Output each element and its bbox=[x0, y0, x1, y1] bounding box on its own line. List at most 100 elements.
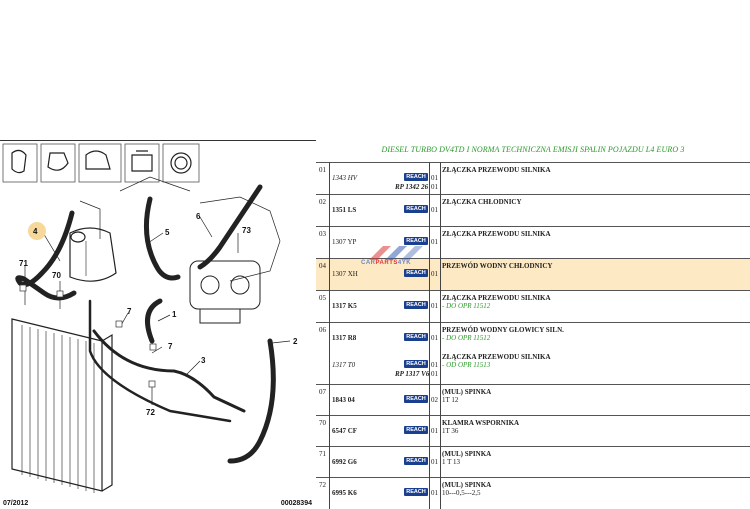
replacement-reference[interactable]: RP 1342 26 bbox=[395, 183, 429, 191]
callout-7a: 7 bbox=[127, 307, 132, 316]
callout-6: 6 bbox=[196, 212, 201, 221]
part-quantity: 01 bbox=[431, 302, 438, 310]
row-index: 07 bbox=[319, 388, 326, 396]
part-description: (MUL) SPINKA bbox=[442, 481, 492, 489]
row-index: 72 bbox=[319, 481, 326, 489]
row-index: 02 bbox=[319, 198, 326, 206]
reach-badge[interactable]: REACH bbox=[404, 457, 428, 465]
reach-badge[interactable]: REACH bbox=[404, 301, 428, 309]
part-quantity: 01 bbox=[431, 361, 438, 369]
reach-badge[interactable]: REACH bbox=[404, 426, 428, 434]
part-note: - DO OPR 11512 bbox=[442, 334, 491, 342]
part-description: (MUL) SPINKA bbox=[442, 388, 492, 396]
part-quantity: 01 bbox=[431, 206, 438, 214]
table-row[interactable]: 71 6992 G6 REACH 01 (MUL) SPINKA 1 T 13 bbox=[316, 446, 750, 477]
leader-box bbox=[149, 343, 157, 351]
radiator bbox=[11, 318, 113, 493]
parts-diagram: 4 71 70 5 6 73 7 1 7 3 2 72 07/2012 0002… bbox=[0, 140, 316, 509]
column-divider bbox=[429, 162, 430, 509]
part-reference-alternate[interactable]: 1317 T0 bbox=[332, 361, 356, 369]
table-row[interactable]: 70 6547 CF REACH 01 KLAMRA WSPORNIKA 1T … bbox=[316, 415, 750, 446]
reach-badge[interactable]: REACH bbox=[404, 395, 428, 403]
part-reference[interactable]: 1307 XH bbox=[332, 270, 358, 278]
row-index: 70 bbox=[319, 419, 326, 427]
table-row[interactable]: 06 1317 R8 REACH 01 PRZEWÓD WODNY GŁOWIC… bbox=[316, 322, 750, 384]
leader-box bbox=[115, 320, 123, 328]
expansion-tank bbox=[69, 227, 117, 282]
table-row-selected[interactable]: 04 1307 XH REACH 01 PRZEWÓD WODNY CHŁODN… bbox=[316, 258, 750, 290]
callout-4: 4 bbox=[33, 227, 38, 236]
part-reference[interactable]: 1343 HV bbox=[332, 174, 358, 182]
column-divider bbox=[440, 162, 441, 509]
diagram-date-code: 07/2012 bbox=[3, 500, 29, 507]
table-row[interactable]: 02 1351 LS REACH 01 ZŁĄCZKA CHŁODNICY bbox=[316, 194, 750, 226]
thermostat-housing bbox=[189, 260, 261, 324]
part-spec: 10---0,5---2,5 bbox=[442, 489, 481, 497]
diagram-document-code: 00028394 bbox=[280, 500, 312, 507]
part-reference[interactable]: 1317 R8 bbox=[332, 334, 357, 342]
part-quantity: 01 bbox=[431, 489, 438, 497]
callout-70: 70 bbox=[52, 271, 61, 280]
reach-badge[interactable]: REACH bbox=[404, 205, 428, 213]
part-reference[interactable]: 1317 K5 bbox=[332, 302, 357, 310]
part-quantity: 01 bbox=[431, 270, 438, 278]
part-reference[interactable]: 6992 G6 bbox=[332, 458, 357, 466]
clip-icons-row bbox=[2, 143, 200, 183]
reach-badge[interactable]: REACH bbox=[404, 333, 428, 341]
replacement-reference[interactable]: RP 1317 V6 bbox=[395, 370, 430, 378]
part-note-alternate: - OD OPR 11513 bbox=[442, 361, 491, 369]
part-description: ZŁĄCZKA PRZEWODU SILNIKA bbox=[442, 166, 551, 174]
reach-badge[interactable]: REACH bbox=[404, 488, 428, 496]
part-description-alternate: ZŁĄCZKA PRZEWODU SILNIKA bbox=[442, 353, 551, 361]
watermark-logo: CARPARTS4YK bbox=[361, 244, 429, 274]
replacement-quantity: 01 bbox=[431, 183, 438, 191]
part-reference[interactable]: 1307 YP bbox=[332, 238, 357, 246]
row-index: 01 bbox=[319, 166, 326, 174]
row-index: 71 bbox=[319, 450, 326, 458]
cooling-hose-diagram: 4 71 70 5 6 73 7 1 7 3 2 72 bbox=[2, 143, 298, 493]
part-description: ZŁĄCZKA CHŁODNICY bbox=[442, 198, 522, 206]
part-reference[interactable]: 1843 04 bbox=[332, 396, 355, 404]
leader-box bbox=[148, 380, 156, 388]
callout-highlight bbox=[28, 222, 46, 240]
table-row[interactable]: 03 1307 YP REACH 01 ZŁĄCZKA PRZEWODU SIL… bbox=[316, 226, 750, 258]
leader-box bbox=[19, 284, 27, 292]
part-spec: 1T 12 bbox=[442, 396, 459, 404]
callout-2: 2 bbox=[293, 337, 298, 346]
row-index: 05 bbox=[319, 294, 326, 302]
callout-72: 72 bbox=[146, 408, 155, 417]
row-index: 03 bbox=[319, 230, 326, 238]
callout-73: 73 bbox=[242, 226, 251, 235]
part-reference[interactable]: 1351 LS bbox=[332, 206, 357, 214]
part-spec: 1T 36 bbox=[442, 427, 459, 435]
callout-5: 5 bbox=[165, 228, 170, 237]
column-divider bbox=[329, 162, 330, 509]
row-index: 06 bbox=[319, 326, 326, 334]
part-quantity: 01 bbox=[431, 458, 438, 466]
part-quantity: 02 bbox=[431, 396, 438, 404]
part-description: (MUL) SPINKA bbox=[442, 450, 492, 458]
part-quantity: 01 bbox=[431, 427, 438, 435]
table-row[interactable]: 07 1843 04 REACH 02 (MUL) SPINKA 1T 12 bbox=[316, 384, 750, 415]
table-row[interactable]: 05 1317 K5 REACH 01 ZŁĄCZKA PRZEWODU SIL… bbox=[316, 290, 750, 322]
replacement-quantity: 01 bbox=[431, 370, 438, 378]
reach-badge[interactable]: REACH bbox=[404, 237, 428, 245]
part-note: - DO OPR 11512 bbox=[442, 302, 491, 310]
table-row[interactable]: 01 1343 HV REACH 01 ZŁĄCZKA PRZEWODU SIL… bbox=[316, 162, 750, 194]
parts-list: DIESEL TURBO DV4TD I NORMA TECHNICZNA EM… bbox=[316, 140, 750, 509]
engine-heading: DIESEL TURBO DV4TD I NORMA TECHNICZNA EM… bbox=[381, 145, 685, 154]
part-description: KLAMRA WSPORNIKA bbox=[442, 419, 520, 427]
row-index: 04 bbox=[319, 262, 326, 270]
reach-badge[interactable]: REACH bbox=[404, 269, 428, 277]
part-reference[interactable]: 6995 K6 bbox=[332, 489, 357, 497]
leader-lines bbox=[24, 216, 291, 405]
table-row[interactable]: 72 6995 K6 REACH 01 (MUL) SPINKA 10---0,… bbox=[316, 477, 750, 509]
engine-outline bbox=[79, 176, 281, 282]
part-description: PRZEWÓD WODNY GŁOWICY SILN. bbox=[442, 326, 564, 334]
part-quantity: 01 bbox=[431, 334, 438, 342]
reach-badge[interactable]: REACH bbox=[404, 173, 428, 181]
watermark-emblem bbox=[369, 246, 423, 260]
part-quantity: 01 bbox=[431, 238, 438, 246]
reach-badge[interactable]: REACH bbox=[404, 360, 428, 368]
part-reference[interactable]: 6547 CF bbox=[332, 427, 358, 435]
